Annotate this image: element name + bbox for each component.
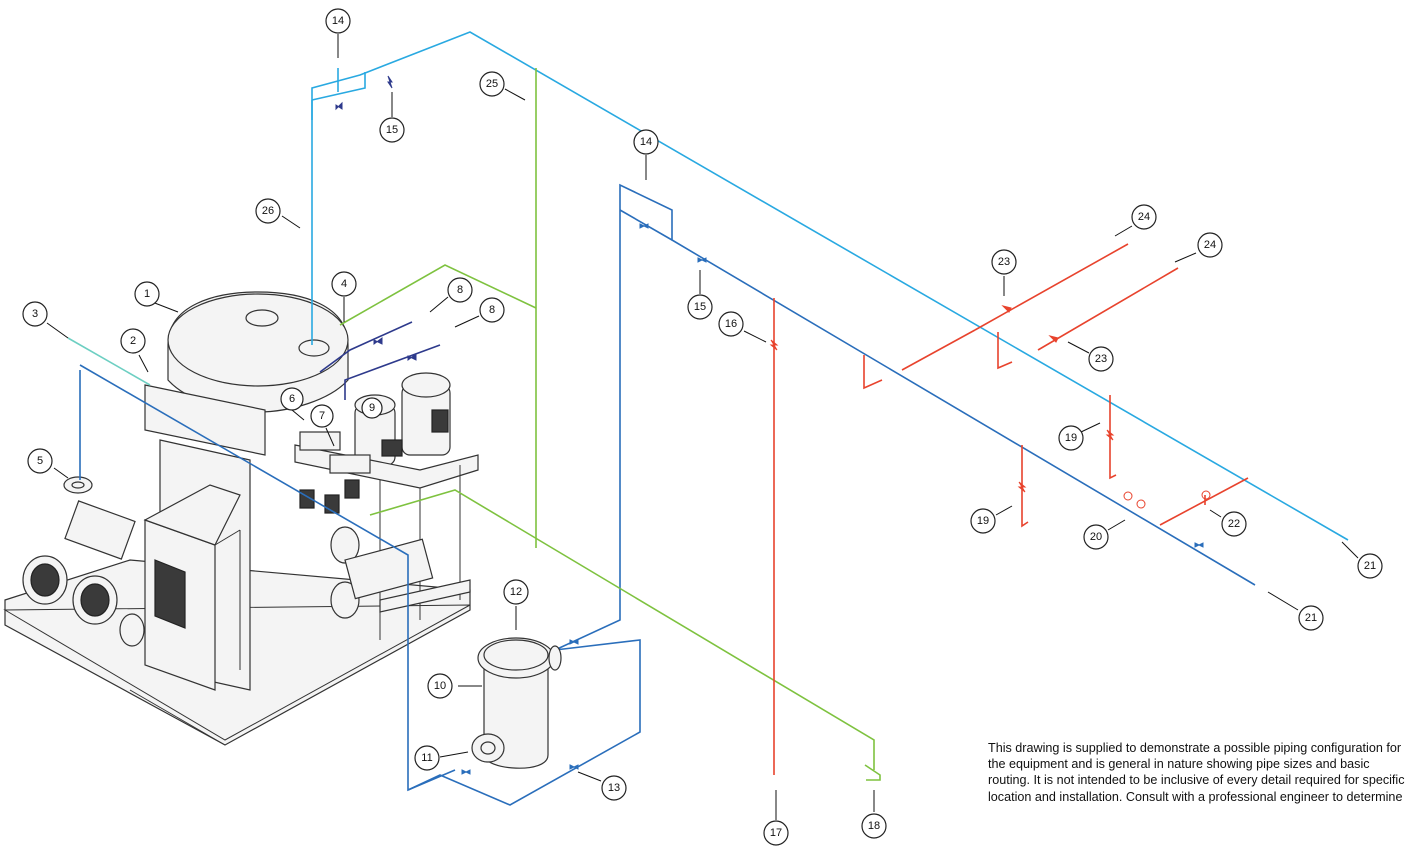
callout-23a: 23 <box>991 249 1017 275</box>
callout-4: 4 <box>331 271 357 297</box>
svg-text:26: 26 <box>262 205 274 217</box>
pipe-navy-upper <box>319 321 413 373</box>
svg-text:18: 18 <box>868 820 880 832</box>
callout-8a: 8 <box>447 277 473 303</box>
svg-text:22: 22 <box>1228 518 1240 530</box>
svg-text:8: 8 <box>457 284 463 296</box>
svg-text:12: 12 <box>510 586 522 598</box>
svg-text:8: 8 <box>489 304 495 316</box>
svg-text:9: 9 <box>369 402 375 414</box>
svg-text:16: 16 <box>725 318 737 330</box>
callout-14a: 14 <box>325 8 351 34</box>
svg-text:11: 11 <box>421 752 432 764</box>
svg-text:15: 15 <box>694 301 706 313</box>
svg-text:17: 17 <box>770 827 782 839</box>
callout-7: 7 <box>310 404 334 428</box>
callout-17: 17 <box>763 820 789 846</box>
callout-25: 25 <box>479 71 505 97</box>
callout-23b: 23 <box>1088 346 1114 372</box>
svg-text:19: 19 <box>1065 432 1077 444</box>
callout-21b: 21 <box>1298 605 1324 631</box>
callout-10: 10 <box>427 673 453 699</box>
callout-24a: 24 <box>1131 204 1157 230</box>
filter-vessel <box>471 637 562 769</box>
svg-text:1: 1 <box>144 288 150 300</box>
disclaimer-note: This drawing is supplied to demonstrate … <box>988 740 1408 805</box>
svg-text:14: 14 <box>332 15 344 27</box>
svg-text:21: 21 <box>1305 612 1317 624</box>
valve-markers <box>461 223 1204 775</box>
disclaimer-text: This drawing is supplied to demonstrate … <box>988 741 1405 804</box>
pipe-teal-inlet <box>67 337 151 386</box>
equipment-skid <box>3 291 479 746</box>
svg-text:20: 20 <box>1090 531 1102 543</box>
callout-20: 20 <box>1083 524 1109 550</box>
svg-text:7: 7 <box>319 410 325 422</box>
callout-11: 11 <box>414 745 440 771</box>
callout-6: 6 <box>280 387 304 411</box>
svg-text:13: 13 <box>608 782 620 794</box>
callout-12: 12 <box>503 579 529 605</box>
svg-text:3: 3 <box>32 308 38 320</box>
callout-8b: 8 <box>479 297 505 323</box>
callout-16: 16 <box>718 311 744 337</box>
svg-text:19: 19 <box>977 515 989 527</box>
svg-text:10: 10 <box>434 680 446 692</box>
callout-2: 2 <box>120 328 146 354</box>
motor-group <box>354 372 451 466</box>
callout-14b: 14 <box>633 129 659 155</box>
callout-22: 22 <box>1221 511 1247 537</box>
callout-26: 26 <box>255 198 281 224</box>
callout-19b: 19 <box>970 508 996 534</box>
svg-text:21: 21 <box>1364 560 1376 572</box>
callout-21a: 21 <box>1357 553 1383 579</box>
svg-text:23: 23 <box>1095 353 1107 365</box>
pipe-light-blue-main <box>311 31 1349 541</box>
callout-15b: 15 <box>687 294 713 320</box>
callout-9: 9 <box>361 397 383 419</box>
svg-text:2: 2 <box>130 335 136 347</box>
callout-13: 13 <box>601 775 627 801</box>
svg-text:5: 5 <box>37 455 43 467</box>
leader-lines <box>46 34 1359 820</box>
callout-5: 5 <box>27 448 53 474</box>
red-valve-markers <box>769 305 1211 509</box>
callout-15a: 15 <box>379 117 405 143</box>
pipe-green-lower <box>369 489 875 770</box>
callout-24b: 24 <box>1197 232 1223 258</box>
svg-text:23: 23 <box>998 256 1010 268</box>
callout-19a: 19 <box>1058 425 1084 451</box>
callout-1: 1 <box>134 281 160 307</box>
svg-text:15: 15 <box>386 124 398 136</box>
piping <box>67 31 1349 806</box>
callout-3: 3 <box>22 301 48 327</box>
navy-valve-markers <box>335 75 417 361</box>
svg-text:24: 24 <box>1138 211 1150 223</box>
pump-left <box>22 500 145 647</box>
svg-text:14: 14 <box>640 136 652 148</box>
svg-text:4: 4 <box>341 278 347 290</box>
pipe-red-upper <box>863 355 883 390</box>
svg-text:24: 24 <box>1204 239 1216 251</box>
svg-text:6: 6 <box>289 393 295 405</box>
svg-text:25: 25 <box>486 78 498 90</box>
callout-18: 18 <box>861 813 887 839</box>
pipe-green-upper <box>339 264 537 326</box>
